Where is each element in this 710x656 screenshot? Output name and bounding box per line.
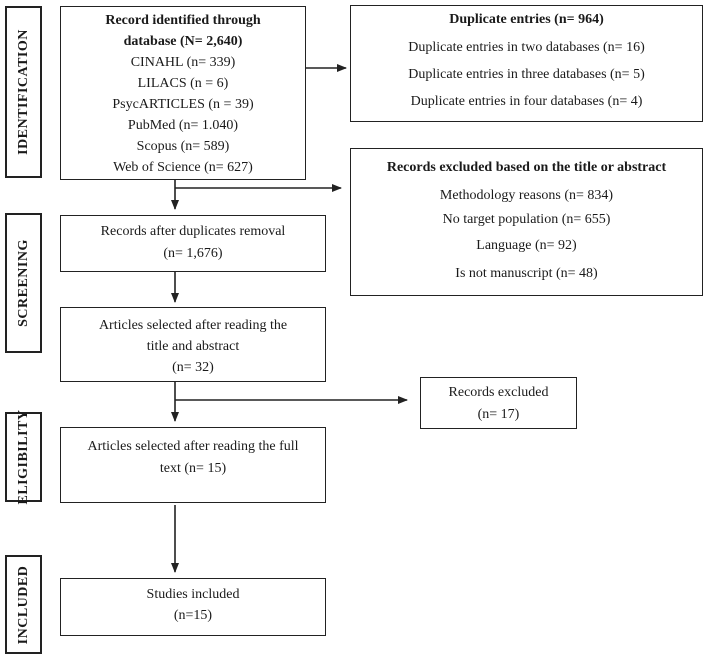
- excluded-reason-item: Methodology reasons (n= 834): [439, 188, 614, 203]
- excluded-reason-item: Language (n= 92): [476, 238, 577, 253]
- selected-full-text-line2: text (n= 15): [159, 461, 227, 476]
- after-duplicates-line1: Records after duplicates removal: [100, 224, 286, 239]
- source-item: Web of Science (n= 627): [113, 160, 253, 175]
- selected-full-text-line1: Articles selected after reading the full: [87, 439, 299, 454]
- selected-title-abstract-line1: Articles selected after reading the: [98, 318, 288, 333]
- stage-identification: IDENTIFICATION: [5, 6, 42, 178]
- duplicates-title: Duplicate entries (n= 964): [449, 12, 604, 27]
- stage-included-label: INCLUDED: [15, 565, 31, 644]
- selected-full-text-box: Articles selected after reading the full…: [60, 427, 326, 503]
- records-excluded-line1: Records excluded: [448, 385, 549, 400]
- after-duplicates-box: Records after duplicates removal (n= 1,6…: [60, 215, 326, 272]
- identified-box: Record identified through database (N= 2…: [60, 6, 306, 180]
- stage-screening: SCREENING: [5, 213, 42, 353]
- excluded-reason-item: No target population (n= 655): [442, 212, 611, 227]
- studies-included-box: Studies included (n=15): [60, 578, 326, 636]
- studies-included-line2: (n=15): [173, 608, 213, 623]
- stage-identification-label: IDENTIFICATION: [15, 29, 31, 155]
- excluded-title-abstract-box: Records excluded based on the title or a…: [350, 148, 703, 296]
- stage-included: INCLUDED: [5, 555, 42, 654]
- stage-eligibility: ELIGIBILITY: [5, 409, 42, 505]
- source-item: PsycARTICLES (n = 39): [112, 97, 254, 112]
- stage-screening-label: SCREENING: [15, 239, 31, 327]
- source-item: LILACS (n = 6): [137, 76, 229, 91]
- duplicate-item: Duplicate entries in two databases (n= 1…: [408, 40, 645, 55]
- duplicates-box: Duplicate entries (n= 964) Duplicate ent…: [350, 5, 703, 122]
- excluded-reason-item: Is not manuscript (n= 48): [455, 266, 598, 281]
- selected-title-abstract-line2: title and abstract: [146, 339, 240, 354]
- source-item: Scopus (n= 589): [136, 139, 230, 154]
- records-excluded-line2: (n= 17): [477, 407, 520, 422]
- after-duplicates-line2: (n= 1,676): [163, 246, 223, 261]
- identified-title-line2: database (N= 2,640): [123, 34, 243, 49]
- identified-title-line1: Record identified through: [105, 13, 261, 28]
- excluded-title-abstract-title: Records excluded based on the title or a…: [386, 160, 667, 175]
- duplicate-item: Duplicate entries in four databases (n= …: [410, 94, 643, 109]
- stage-eligibility-label: ELIGIBILITY: [15, 409, 31, 505]
- selected-title-abstract-line3: (n= 32): [172, 360, 214, 375]
- records-excluded-box: Records excluded (n= 17): [420, 377, 577, 429]
- selected-title-abstract-box: Articles selected after reading the titl…: [60, 307, 326, 382]
- duplicate-item: Duplicate entries in three databases (n=…: [408, 67, 645, 82]
- source-item: CINAHL (n= 339): [130, 55, 236, 70]
- studies-included-line1: Studies included: [146, 587, 240, 602]
- source-item: PubMed (n= 1.040): [127, 118, 239, 133]
